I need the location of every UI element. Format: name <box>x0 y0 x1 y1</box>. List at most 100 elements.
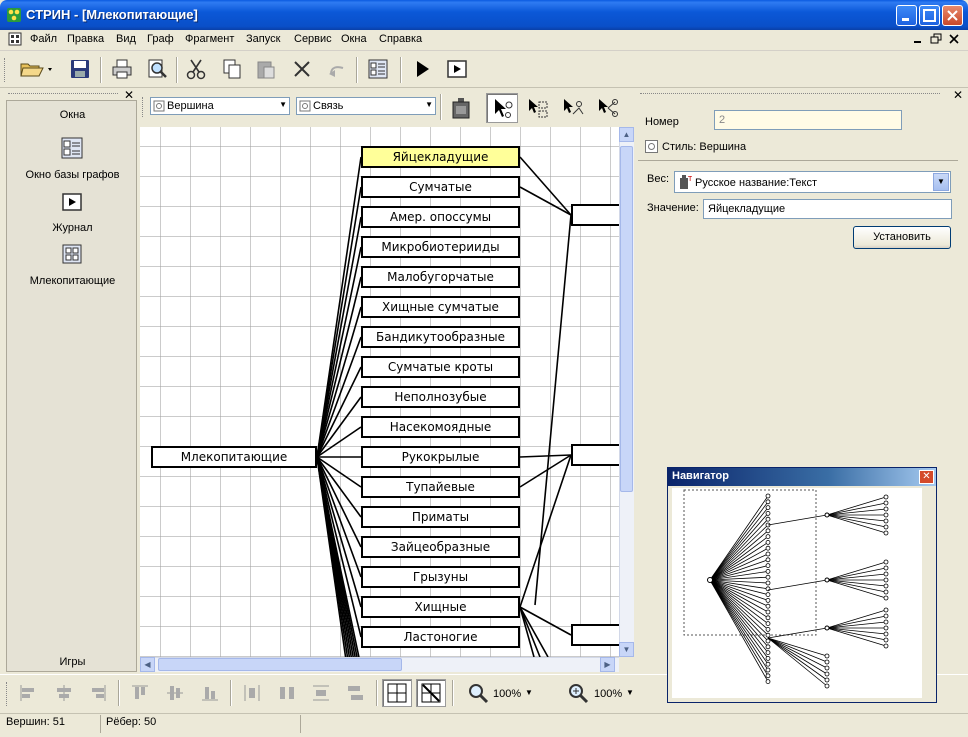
vertex-style-select[interactable]: Вершина ▼ <box>150 97 290 115</box>
minimize-button[interactable] <box>896 5 917 26</box>
select-region-tool-icon[interactable] <box>523 93 553 123</box>
chevron-down-icon[interactable]: ▼ <box>626 688 634 697</box>
value-field[interactable]: Яйцекладущие <box>703 199 952 219</box>
menu-edit[interactable]: Правка <box>67 33 105 45</box>
mdi-minimize-icon[interactable] <box>912 33 924 48</box>
scroll-right-icon[interactable]: ▶ <box>600 657 615 672</box>
graph-database-icon[interactable] <box>366 57 390 81</box>
weight-icon[interactable] <box>446 93 476 123</box>
properties-panel-grip[interactable] <box>640 93 940 94</box>
graph-node[interactable]: Грызуны <box>361 566 520 588</box>
distribute-vertical-icon[interactable] <box>309 681 333 705</box>
graph-node[interactable]: Микробиотерииды <box>361 236 520 258</box>
weight-select[interactable]: T Русское название:Текст ▼ <box>674 171 951 193</box>
panel-close-icon[interactable]: ✕ <box>124 88 135 102</box>
menu-fragment[interactable]: Фрагмент <box>185 33 235 45</box>
add-vertex-tool-icon[interactable] <box>558 93 588 123</box>
menu-windows[interactable]: Окна <box>341 33 367 45</box>
menu-service[interactable]: Сервис <box>294 33 332 45</box>
graph-node[interactable]: Сумчатые <box>361 176 520 198</box>
align-center-icon[interactable] <box>52 681 76 705</box>
graph-node[interactable]: Неполнозубые <box>361 386 520 408</box>
mammals-window-icon[interactable] <box>61 243 83 265</box>
document-icon[interactable] <box>8 32 22 46</box>
paste-icon[interactable] <box>254 57 278 81</box>
graph-node[interactable]: Зайцеобразные <box>361 536 520 558</box>
graph-node[interactable] <box>571 624 621 646</box>
graph-node[interactable]: Хищные сумчатые <box>361 296 520 318</box>
mdi-close-icon[interactable] <box>948 33 960 48</box>
same-width-icon[interactable] <box>275 681 299 705</box>
distribute-horizontal-icon[interactable] <box>240 681 264 705</box>
grid-toggle-icon[interactable] <box>382 679 412 707</box>
navigator-zoom-level[interactable]: 100% <box>594 688 623 700</box>
maximize-button[interactable] <box>919 5 940 26</box>
mdi-restore-icon[interactable] <box>930 33 942 48</box>
set-button[interactable]: Установить <box>853 226 951 249</box>
align-top-icon[interactable] <box>128 681 152 705</box>
scroll-down-icon[interactable]: ▼ <box>619 642 634 657</box>
align-bottom-icon[interactable] <box>198 681 222 705</box>
undo-icon[interactable] <box>324 57 348 81</box>
align-left-icon[interactable] <box>16 681 40 705</box>
properties-panel-close-icon[interactable]: ✕ <box>953 88 964 102</box>
print-icon[interactable] <box>110 57 134 81</box>
graph-node[interactable]: Насекомоядные <box>361 416 520 438</box>
menu-view[interactable]: Вид <box>116 33 136 45</box>
navigator-view[interactable] <box>672 488 922 698</box>
menu-run[interactable]: Запуск <box>246 33 281 45</box>
delete-icon[interactable] <box>290 57 314 81</box>
graph-node[interactable]: Ластоногие <box>361 626 520 648</box>
open-icon[interactable] <box>16 57 56 81</box>
graph-node[interactable]: Рукокрылые <box>361 446 520 468</box>
journal-window-label[interactable]: Журнал <box>52 222 93 234</box>
menu-help[interactable]: Справка <box>379 33 423 45</box>
scroll-up-icon[interactable]: ▲ <box>619 127 634 142</box>
navigator-close-icon[interactable]: ✕ <box>919 470 934 484</box>
zoom-icon[interactable] <box>466 681 490 705</box>
save-icon[interactable] <box>68 57 92 81</box>
close-button[interactable] <box>942 5 963 26</box>
graph-node[interactable]: Малобугорчатые <box>361 266 520 288</box>
navigator-title-bar[interactable] <box>668 468 936 486</box>
title-bar[interactable] <box>0 0 968 30</box>
edge-style-select[interactable]: Связь ▼ <box>296 97 436 115</box>
vertical-scroll-thumb[interactable] <box>620 146 633 492</box>
journal-icon[interactable] <box>445 57 469 81</box>
chevron-down-icon[interactable]: ▼ <box>933 173 949 191</box>
graph-database-window-label[interactable]: Окно базы графов <box>25 169 120 181</box>
align-right-icon[interactable] <box>86 681 110 705</box>
same-height-icon[interactable] <box>343 681 367 705</box>
panel-grip[interactable] <box>8 93 118 94</box>
snap-to-grid-icon[interactable] <box>416 679 446 707</box>
graph-node[interactable]: Яйцекладущие <box>361 146 520 168</box>
journal-window-icon[interactable] <box>61 191 83 213</box>
graph-node[interactable]: Сумчатые кроты <box>361 356 520 378</box>
graph-node[interactable]: Тупайевые <box>361 476 520 498</box>
pointer-tool-icon[interactable] <box>486 93 518 123</box>
run-icon[interactable] <box>410 57 434 81</box>
graph-node[interactable] <box>571 444 621 466</box>
menu-graph[interactable]: Граф <box>147 33 174 45</box>
align-middle-icon[interactable] <box>163 681 187 705</box>
graph-root-node[interactable]: Млекопитающие <box>151 446 317 468</box>
copy-icon[interactable] <box>220 57 244 81</box>
navigator-zoom-icon[interactable] <box>566 681 590 705</box>
graph-node[interactable]: Амер. опоссумы <box>361 206 520 228</box>
horizontal-scroll-thumb[interactable] <box>158 658 402 671</box>
windows-header[interactable]: Окна <box>59 109 86 121</box>
graph-node[interactable]: Бандикутообразные <box>361 326 520 348</box>
graph-node[interactable]: Приматы <box>361 506 520 528</box>
graph-node[interactable] <box>571 204 621 226</box>
zoom-level[interactable]: 100% <box>493 688 522 700</box>
scroll-left-icon[interactable]: ◀ <box>140 657 155 672</box>
graph-node[interactable]: Хищные <box>361 596 520 618</box>
chevron-down-icon[interactable]: ▼ <box>525 688 533 697</box>
print-preview-icon[interactable] <box>145 57 169 81</box>
add-edge-tool-icon[interactable] <box>593 93 623 123</box>
menu-file[interactable]: Файл <box>30 33 58 45</box>
mammals-window-label[interactable]: Млекопитающие <box>29 275 116 287</box>
number-field[interactable]: 2 <box>714 110 902 130</box>
cut-icon[interactable] <box>184 57 208 81</box>
games-group-label[interactable]: Игры <box>59 656 86 668</box>
